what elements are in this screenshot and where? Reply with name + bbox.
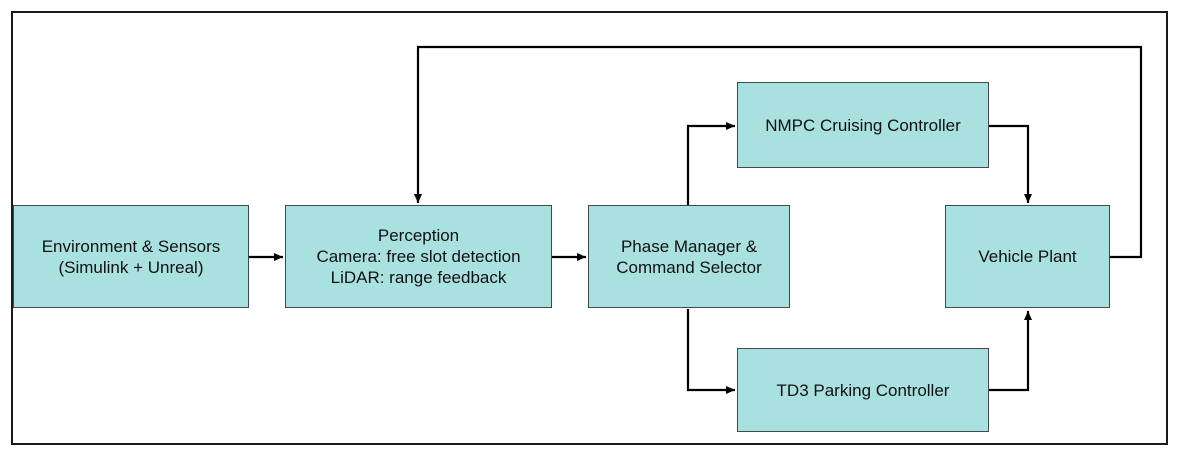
phase-manager-block[interactable]: Phase Manager & Command Selector xyxy=(588,205,790,308)
wire-phase-manager-to-td3 xyxy=(686,309,735,394)
wire-phase-manager-to-nmpc xyxy=(686,122,735,205)
wire-nmpc-to-vehicle xyxy=(989,124,1032,203)
block-label-line: Vehicle Plant xyxy=(978,247,1077,266)
block-label-line: Perception xyxy=(377,226,460,245)
block-label-line: LiDAR: range feedback xyxy=(330,268,507,287)
block-label-line: TD3 Parking Controller xyxy=(776,380,950,400)
td3-controller-block[interactable]: TD3 Parking Controller xyxy=(737,348,989,432)
vehicle-plant-block[interactable]: Vehicle Plant xyxy=(945,205,1110,308)
block-label-line: Camera: free slot detection xyxy=(316,247,521,266)
perception-block[interactable]: Perception Camera: free slot detection L… xyxy=(285,205,552,308)
wire-vehicle-feedback-to-perception xyxy=(414,45,1143,259)
environment-sensors-block[interactable]: Environment & Sensors (Simulink + Unreal… xyxy=(13,205,249,308)
nmpc-controller-block[interactable]: NMPC Cruising Controller xyxy=(737,82,989,168)
wire-td3-to-vehicle xyxy=(989,311,1032,392)
block-label-line: NMPC Cruising Controller xyxy=(765,115,961,135)
block-label-line: Environment & Sensors xyxy=(41,236,221,256)
block-label-line: (Simulink + Unreal) xyxy=(58,257,204,277)
block-label-line: Command Selector xyxy=(616,257,762,277)
block-label-line: Phase Manager & xyxy=(620,236,758,256)
